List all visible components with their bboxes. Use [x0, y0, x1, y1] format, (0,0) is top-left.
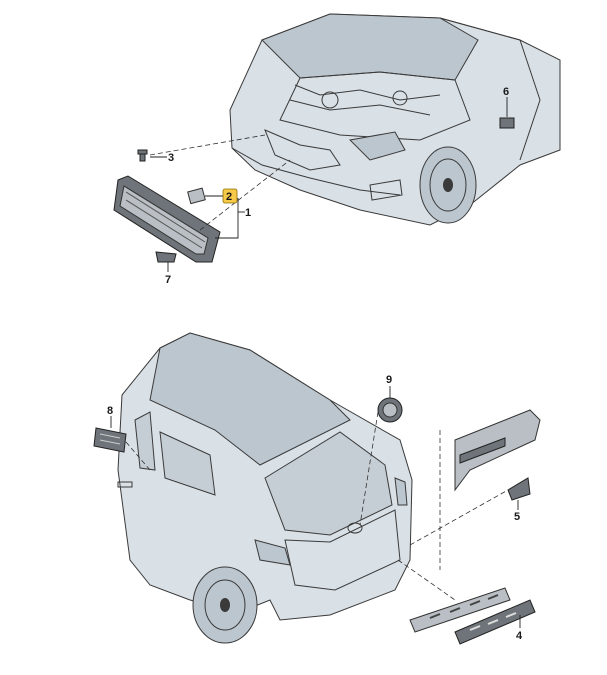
tailgate-panel-part — [454, 409, 541, 492]
callout-2: 2 — [226, 191, 232, 203]
callout-1: 1 — [245, 207, 251, 219]
callout-4: 4 — [516, 630, 523, 642]
rear-leader-lines — [110, 386, 521, 628]
front-car-illustration — [229, 13, 561, 226]
callout-9: 9 — [386, 374, 392, 386]
callout-5: 5 — [514, 511, 520, 523]
front-grille-part — [113, 175, 221, 263]
lettering-strip-upper — [409, 587, 511, 633]
callout-8: 8 — [107, 405, 113, 417]
round-emblem-part — [377, 397, 403, 423]
small-emblem-part-5 — [507, 477, 531, 501]
grille-clip-part — [187, 187, 206, 205]
front-leader-lines — [149, 97, 508, 272]
screw-part — [137, 149, 148, 162]
callout-7: 7 — [165, 274, 171, 286]
callout-3: 3 — [168, 152, 174, 164]
rear-car-illustration — [117, 332, 413, 644]
bracket-part — [155, 251, 177, 263]
callout-2-highlight — [222, 188, 238, 204]
callout-6: 6 — [503, 86, 509, 98]
side-lettering-part — [93, 427, 127, 453]
side-badge-front — [499, 117, 515, 129]
lettering-strip-lower — [454, 599, 536, 645]
